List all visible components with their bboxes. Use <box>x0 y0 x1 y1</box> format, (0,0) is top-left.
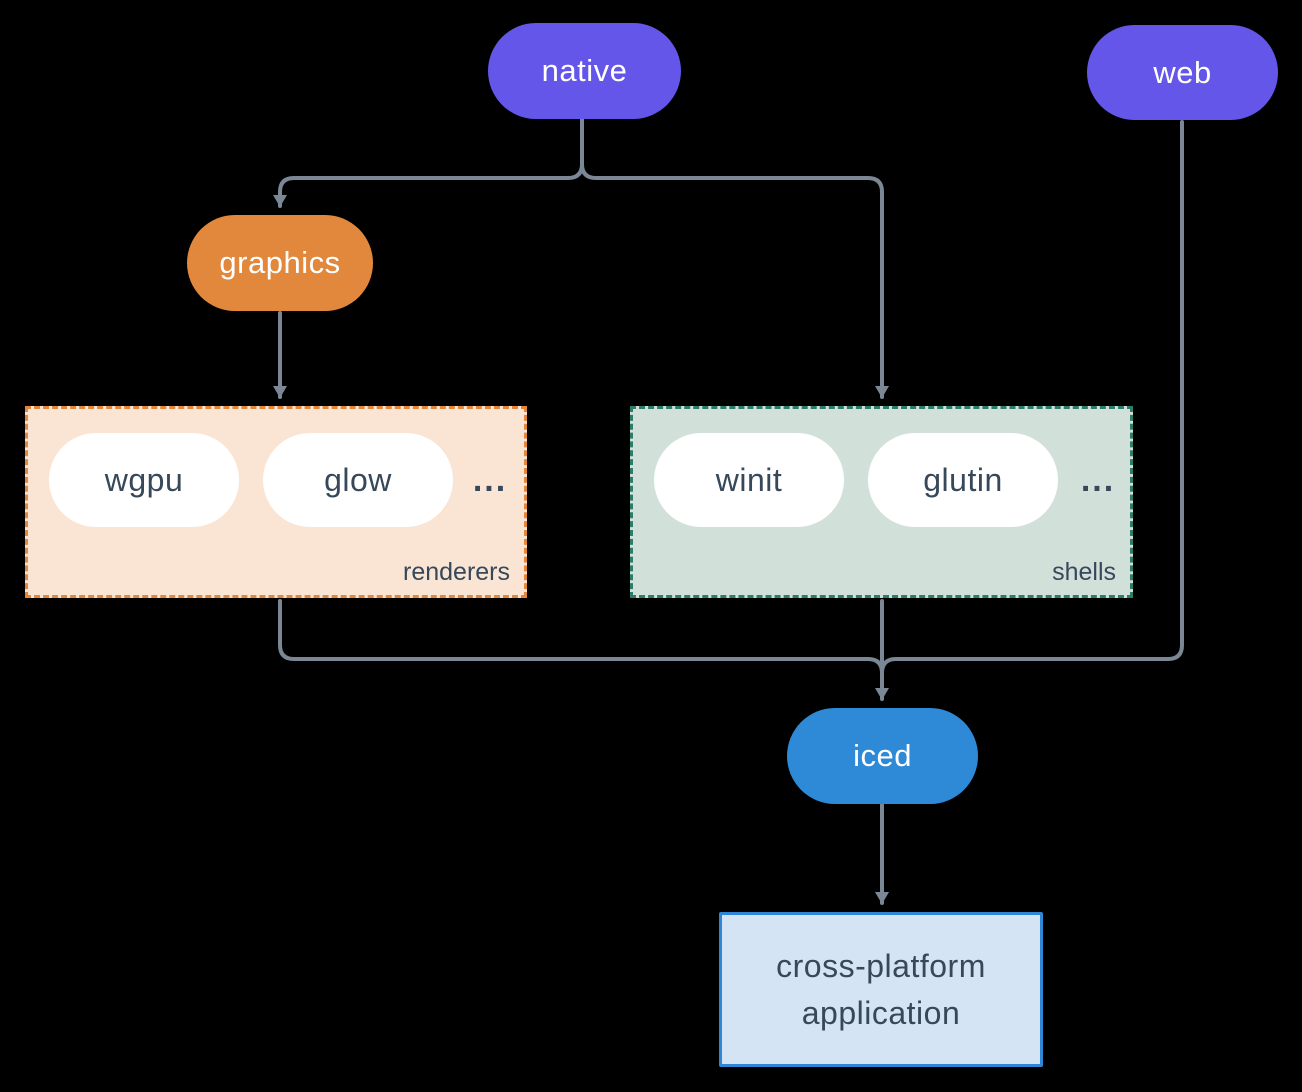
node-winit: winit <box>654 433 844 527</box>
shells-group-label: shells <box>1052 558 1116 586</box>
edge-native-graphics <box>273 117 584 208</box>
group-shells: winit glutin ... shells <box>630 406 1133 598</box>
node-graphics: graphics <box>187 215 373 311</box>
shells-ellipsis: ... <box>1080 460 1116 499</box>
node-web: web <box>1087 25 1278 120</box>
node-wgpu: wgpu <box>49 433 239 527</box>
node-iced: iced <box>787 708 978 804</box>
application-label-line2: application <box>801 994 961 1031</box>
edge-renderers-merge <box>278 599 884 675</box>
node-native: native <box>488 23 681 119</box>
node-cross-platform-application: cross-platform application <box>719 912 1043 1067</box>
group-renderers: wgpu glow ... renderers <box>25 406 527 598</box>
renderers-ellipsis: ... <box>472 460 508 499</box>
application-label-line1: cross-platform <box>776 947 986 984</box>
node-glow: glow <box>263 433 453 527</box>
edge-native-shells <box>580 117 889 399</box>
node-glutin: glutin <box>868 433 1058 527</box>
renderers-group-label: renderers <box>403 558 510 586</box>
